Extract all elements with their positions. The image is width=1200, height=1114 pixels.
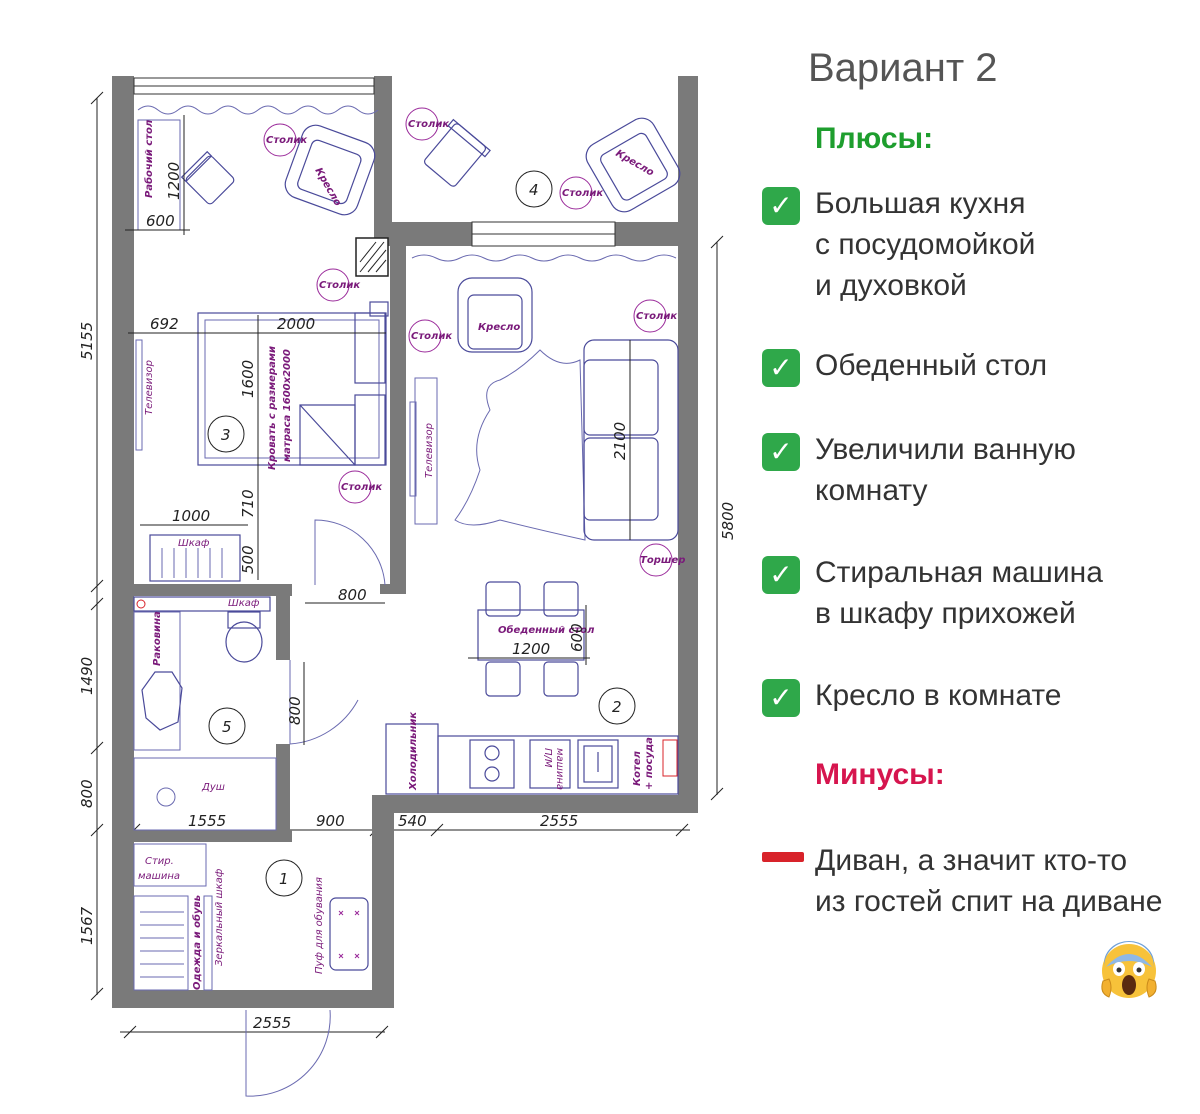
dim-2555-bottom: 2555 — [253, 1014, 291, 1032]
cons-item-line: из гостей спит на диване — [815, 885, 1163, 918]
wardrobe-label: Шкаф — [178, 538, 210, 549]
pros-item-line: Большая кухня — [815, 187, 1026, 220]
small-table-label: Столик — [562, 188, 603, 199]
pros-item: ✓ Обеденный стол — [762, 345, 1200, 390]
dim-500: 500 — [239, 545, 257, 574]
small-table-label: Столик — [411, 331, 452, 342]
pros-item-line: Увеличили ванную — [815, 433, 1076, 466]
small-table-label: Столик — [319, 280, 360, 291]
bathroom-shelf-label: Шкаф — [228, 598, 260, 609]
pros-item-line: с посудомойкой — [815, 228, 1036, 261]
curtain-top — [137, 105, 379, 115]
dim-1200-table: 1200 — [512, 640, 550, 658]
pros-item: ✓ Кресло в комнате — [762, 675, 1200, 720]
dim-1200-desk: 1200 — [165, 162, 183, 200]
washer-label-2: машина — [138, 871, 180, 882]
small-table-label: Столик — [636, 311, 677, 322]
room-number-2: 2 — [612, 698, 622, 716]
small-table-label: Столик — [266, 135, 307, 146]
small-tables: Столик Столик Столик Столик Столик Столи… — [263, 107, 685, 577]
dishwasher-label: П/М — [542, 748, 553, 768]
dim-2555-kitchen: 2555 — [540, 812, 578, 830]
dim-600-table: 600 — [568, 623, 586, 652]
pros-item-line: Стиральная машина — [815, 556, 1103, 589]
floor-plan: 5155 5800 1490 800 1567 2555 1555 900 54… — [78, 76, 737, 1097]
pros-item-line: Обеденный стол — [815, 349, 1048, 382]
armchair-label-bedroom: Кресло — [312, 166, 343, 208]
dim-2000: 2000 — [277, 315, 315, 333]
dim-800-bath: 800 — [286, 696, 304, 725]
minus-bar-icon — [762, 852, 804, 862]
check-mark-icon: ✓ — [762, 556, 800, 594]
windows — [133, 77, 616, 247]
tv-label-living: Телевизор — [424, 423, 435, 478]
armchair-label-living: Кресло — [478, 322, 520, 333]
mirror-cabinet-label: Зеркальный шкаф — [214, 868, 225, 966]
pros-heading: Плюсы: — [815, 122, 934, 155]
check-mark-icon: ✓ — [762, 187, 800, 225]
dim-1555: 1555 — [188, 812, 226, 830]
check-mark-icon: ✓ — [762, 349, 800, 387]
washer-label: Стир. — [145, 856, 174, 867]
boiler-label: Котел — [632, 750, 643, 786]
pros-item-line: комнату — [815, 474, 928, 507]
dim-1000: 1000 — [172, 507, 210, 525]
small-table-label: Столик — [408, 119, 449, 130]
dim-2100: 2100 — [611, 422, 629, 460]
dim-900: 900 — [316, 812, 345, 830]
dim-710: 710 — [239, 489, 257, 518]
pros-item-line: и духовкой — [815, 269, 967, 302]
pros-item: ✓ Стиральная машина в шкафу прихожей — [762, 552, 1200, 637]
dim-692: 692 — [150, 315, 179, 333]
pros-item-line: Кресло в комнате — [815, 679, 1062, 712]
dimension-lines: 5155 5800 1490 800 1567 2555 1555 900 54… — [78, 91, 737, 1039]
dim-1600: 1600 — [239, 360, 257, 398]
bed-label: Кровать с размерами — [267, 346, 278, 470]
hallway-furniture: Стир. машина Одежда и обувь Зеркальный ш… — [133, 843, 369, 1097]
dim-5800: 5800 — [719, 502, 737, 540]
cons-item: Диван, а значит кто-то из гостей спит на… — [762, 840, 1200, 925]
cons-heading: Минусы: — [815, 758, 945, 791]
fridge-label: Холодильник — [408, 712, 419, 791]
desk-label: Рабочий стол — [143, 119, 155, 198]
tv-label-bedroom: Телевизор — [144, 360, 155, 415]
pros-item: ✓ Большая кухня с посудомойкой и духовко… — [762, 183, 1200, 308]
sink-label: Раковина — [152, 611, 163, 666]
bed-label-2: матраса 1600х2000 — [282, 349, 293, 462]
screaming-face-emoji — [1101, 941, 1157, 998]
bathroom-furniture: Шкаф Раковина Душ 800 — [133, 596, 359, 831]
boiler-label-2: + посуда — [644, 737, 655, 790]
pros-item-line: в шкафу прихожей — [815, 597, 1076, 630]
shower-label: Душ — [201, 782, 225, 793]
variant-title: Вариант 2 — [808, 46, 998, 90]
dim-1490: 1490 — [78, 657, 96, 695]
dishwasher-label-2: машина — [554, 748, 565, 790]
curtain-living — [411, 254, 677, 262]
room-number-3: 3 — [221, 426, 231, 444]
balcony-furniture: Кресло — [424, 117, 681, 213]
armchair-label-balcony: Кресло — [614, 148, 656, 179]
dim-800-v: 800 — [78, 779, 96, 808]
floor-lamp-label: Торшер — [640, 555, 685, 566]
check-mark-icon: ✓ — [762, 679, 800, 717]
room-number-4: 4 — [529, 181, 539, 199]
clothes-label: Одежда и обувь — [191, 895, 203, 990]
room-number-5: 5 — [222, 718, 232, 736]
check-mark-icon: ✓ — [762, 433, 800, 471]
pros-item: ✓ Увеличили ванную комнату — [762, 429, 1200, 514]
dim-800-door: 800 — [338, 586, 367, 604]
room-number-1: 1 — [279, 870, 289, 888]
dim-5155: 5155 — [78, 322, 96, 360]
dim-1567: 1567 — [78, 906, 96, 945]
living-furniture: Кресло 2100 Телевизор Обеденный стол 120… — [385, 277, 679, 795]
dim-540: 540 — [398, 812, 427, 830]
cons-item-line: Диван, а значит кто-то — [815, 844, 1128, 877]
dim-600-desk: 600 — [146, 212, 175, 230]
dining-label: Обеденный стол — [498, 624, 595, 636]
bedroom-furniture: Рабочий стол 1200 600 Кресло Кровать с р… — [125, 115, 389, 604]
pouf-label: Пуф для обувания — [313, 877, 325, 974]
walls — [112, 76, 698, 1008]
room-numbers: 3 4 2 5 1 — [207, 170, 636, 897]
small-table-label: Столик — [341, 482, 382, 493]
